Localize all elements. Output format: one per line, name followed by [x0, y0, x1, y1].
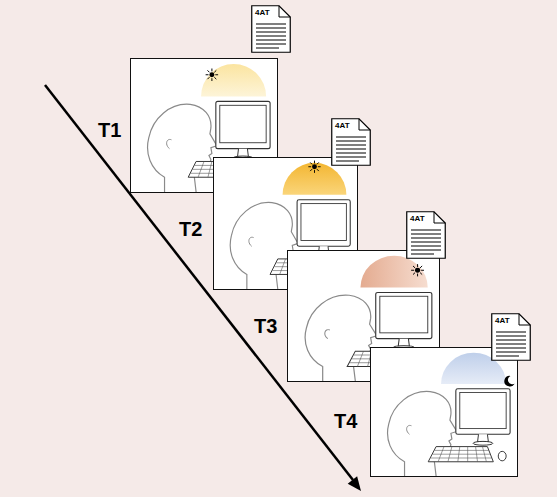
- scene-illustration: [371, 348, 517, 476]
- person-at-computer: [388, 389, 511, 476]
- scene-panel: T44AT: [370, 347, 518, 477]
- time-point-label: T2: [179, 218, 202, 240]
- document-icon: 4AT: [406, 211, 446, 259]
- document-label: 4AT: [410, 214, 425, 223]
- time-point-label: T1: [98, 119, 121, 141]
- document-icon: 4AT: [251, 5, 291, 53]
- sky-semicircle: [360, 256, 427, 288]
- time-of-day-icon: [504, 376, 514, 387]
- document-label: 4AT: [255, 8, 270, 17]
- time-point-label: T4: [334, 410, 357, 432]
- sky-semicircle: [201, 64, 266, 97]
- time-of-day-icon: [412, 265, 424, 276]
- document-icon: 4AT: [491, 313, 531, 361]
- time-of-day-icon: [309, 161, 320, 173]
- document-icon: 4AT: [331, 118, 371, 166]
- time-point-label: T3: [254, 315, 277, 337]
- time-of-day-icon: [206, 69, 218, 81]
- document-label: 4AT: [495, 316, 510, 325]
- document-label: 4AT: [335, 121, 350, 130]
